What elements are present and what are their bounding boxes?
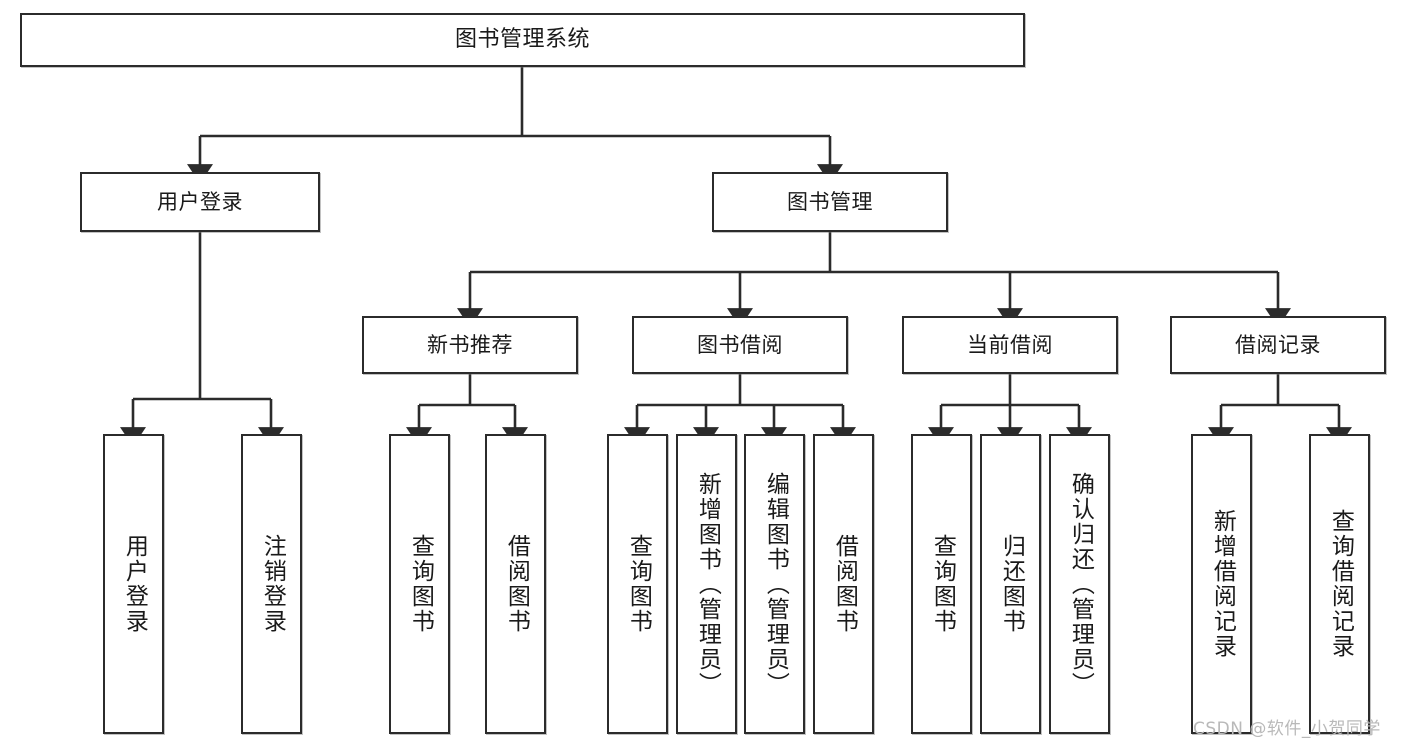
node-new-book-recommend-label: 新书推荐 bbox=[427, 332, 513, 357]
node-leaf-query-book-2[interactable]: 查询图书 bbox=[607, 434, 668, 734]
node-leaf-confirm-return-label: 确认归还（管理员） bbox=[1067, 471, 1094, 697]
node-leaf-add-record-label: 新增借阅记录 bbox=[1209, 509, 1236, 659]
node-root-label: 图书管理系统 bbox=[454, 27, 590, 53]
node-book-borrow-label: 图书借阅 bbox=[697, 332, 783, 357]
node-leaf-borrow-book-2-label: 借阅图书 bbox=[831, 534, 858, 634]
node-user-login-label: 用户登录 bbox=[157, 189, 243, 214]
node-leaf-confirm-return[interactable]: 确认归还（管理员） bbox=[1049, 434, 1110, 734]
node-leaf-borrow-book-1-label: 借阅图书 bbox=[503, 534, 530, 634]
node-borrow-record[interactable]: 借阅记录 bbox=[1170, 316, 1386, 374]
node-leaf-add-record[interactable]: 新增借阅记录 bbox=[1191, 434, 1252, 734]
node-leaf-query-record[interactable]: 查询借阅记录 bbox=[1309, 434, 1370, 734]
node-leaf-edit-book[interactable]: 编辑图书（管理员） bbox=[744, 434, 805, 734]
node-leaf-query-book-1[interactable]: 查询图书 bbox=[389, 434, 450, 734]
node-leaf-query-book-3-label: 查询图书 bbox=[929, 534, 956, 634]
node-leaf-add-book-label: 新增图书（管理员） bbox=[694, 471, 721, 697]
node-leaf-edit-book-label: 编辑图书（管理员） bbox=[762, 471, 789, 697]
node-book-manage[interactable]: 图书管理 bbox=[712, 172, 948, 232]
node-leaf-return-book-label: 归还图书 bbox=[998, 534, 1025, 634]
node-leaf-add-book[interactable]: 新增图书（管理员） bbox=[676, 434, 737, 734]
node-leaf-borrow-book-2[interactable]: 借阅图书 bbox=[813, 434, 874, 734]
node-book-manage-label: 图书管理 bbox=[787, 189, 873, 214]
node-book-borrow[interactable]: 图书借阅 bbox=[632, 316, 848, 374]
node-root[interactable]: 图书管理系统 bbox=[20, 13, 1025, 67]
csdn-watermark: CSDN @软件_小贺同学 bbox=[1193, 719, 1381, 739]
node-leaf-user-login[interactable]: 用户登录 bbox=[103, 434, 164, 734]
node-leaf-query-record-label: 查询借阅记录 bbox=[1327, 509, 1354, 659]
node-leaf-query-book-1-label: 查询图书 bbox=[407, 534, 434, 634]
node-current-borrow[interactable]: 当前借阅 bbox=[902, 316, 1118, 374]
node-user-login[interactable]: 用户登录 bbox=[80, 172, 320, 232]
node-leaf-borrow-book-1[interactable]: 借阅图书 bbox=[485, 434, 546, 734]
node-leaf-logout[interactable]: 注销登录 bbox=[241, 434, 302, 734]
node-borrow-record-label: 借阅记录 bbox=[1235, 332, 1321, 357]
node-leaf-query-book-3[interactable]: 查询图书 bbox=[911, 434, 972, 734]
node-leaf-return-book[interactable]: 归还图书 bbox=[980, 434, 1041, 734]
node-new-book-recommend[interactable]: 新书推荐 bbox=[362, 316, 578, 374]
node-current-borrow-label: 当前借阅 bbox=[967, 332, 1053, 357]
node-leaf-query-book-2-label: 查询图书 bbox=[625, 534, 652, 634]
node-leaf-logout-label: 注销登录 bbox=[259, 534, 286, 634]
node-leaf-user-login-label: 用户登录 bbox=[121, 534, 148, 634]
